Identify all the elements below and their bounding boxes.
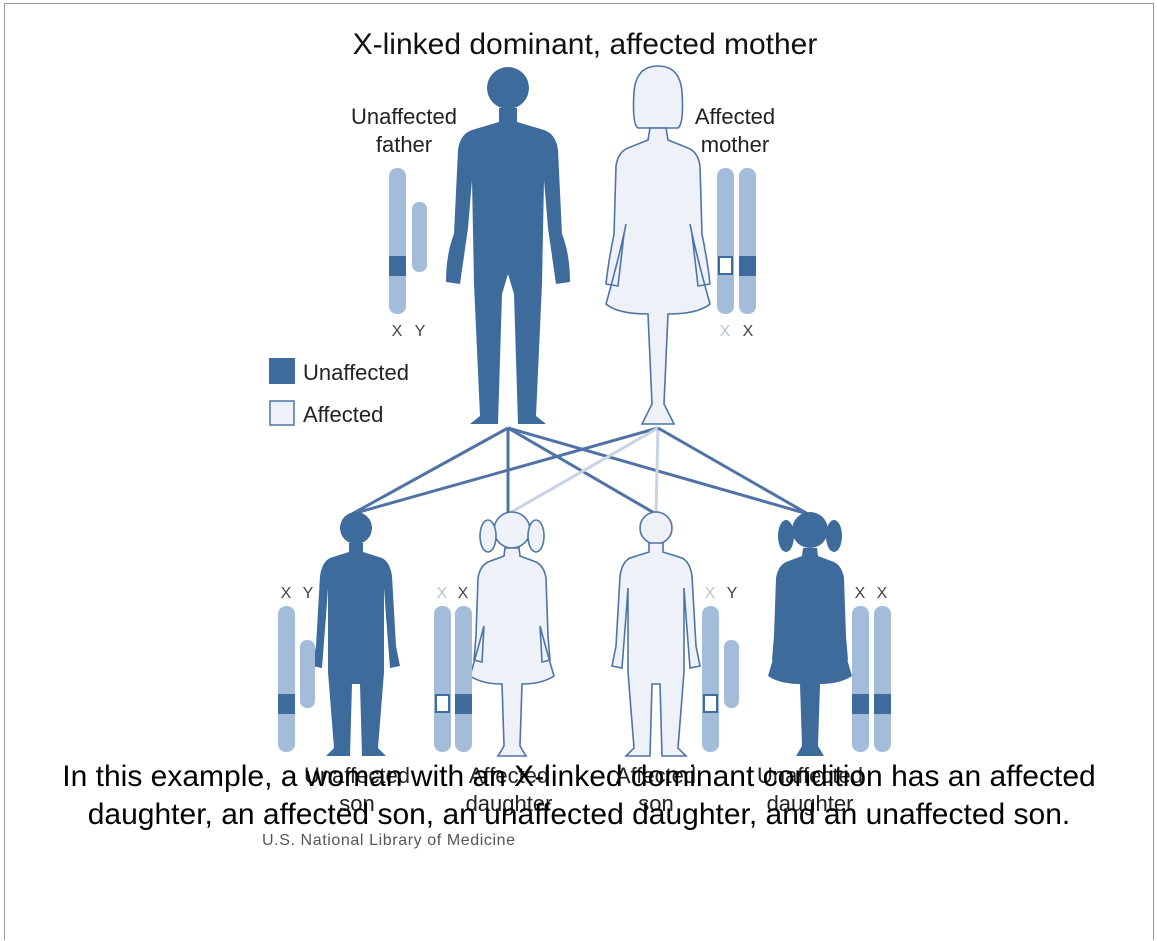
line-mother-son2-light [656,428,658,514]
child4-x2-label: X [877,585,888,602]
child3-chromosomes: X Y [702,585,739,752]
child2-x2-label: X [458,585,469,602]
legend-swatch-light [270,401,294,425]
father-y-label: Y [415,323,426,340]
legend-dark-label: Unaffected [303,360,409,385]
child4-x1-label: X [855,585,866,602]
line-mother-daughter2 [658,428,808,514]
source-credit: U.S. National Library of Medicine [262,832,516,849]
child1-x-label: X [281,585,292,602]
legend-swatch-dark [269,358,295,384]
child3-y-label: Y [727,585,738,602]
father-figure [446,67,570,424]
child-affected-daughter-figure [470,512,554,756]
inheritance-lines [352,428,808,514]
mother-x2-label: X [743,323,754,340]
child2-x1-label: X [437,585,448,602]
child-affected-son-figure [612,512,700,756]
child1-chromosomes: X Y [278,585,315,752]
figure-caption: In this example, a woman with an X-linke… [4,758,1154,834]
caption-line-1: In this example, a woman with an X-linke… [4,758,1154,796]
child-unaffected-son-figure [312,512,400,756]
line-father-son [352,428,508,514]
father-label-line1: Unaffected [351,104,457,129]
father-label-line2: father [376,132,432,157]
legend-light-label: Affected [303,402,383,427]
line-mother-son [352,428,658,514]
father-chromosomes: X Y [389,168,427,340]
caption-line-2: daughter, an affected son, an unaffected… [4,796,1154,834]
mother-label-line2: mother [701,132,769,157]
child4-chromosomes: X X [852,585,891,752]
child3-x-label: X [705,585,716,602]
legend: Unaffected Affected [269,358,409,427]
mother-chromosomes: X X [717,168,756,340]
mother-x1-label: X [720,323,731,340]
child1-y-label: Y [303,585,314,602]
father-x-label: X [392,323,403,340]
diagram-title: X-linked dominant, affected mother [353,28,818,61]
mother-label-line1: Affected [695,104,775,129]
child2-chromosomes: X X [434,585,472,752]
child-unaffected-daughter-figure [768,512,852,756]
